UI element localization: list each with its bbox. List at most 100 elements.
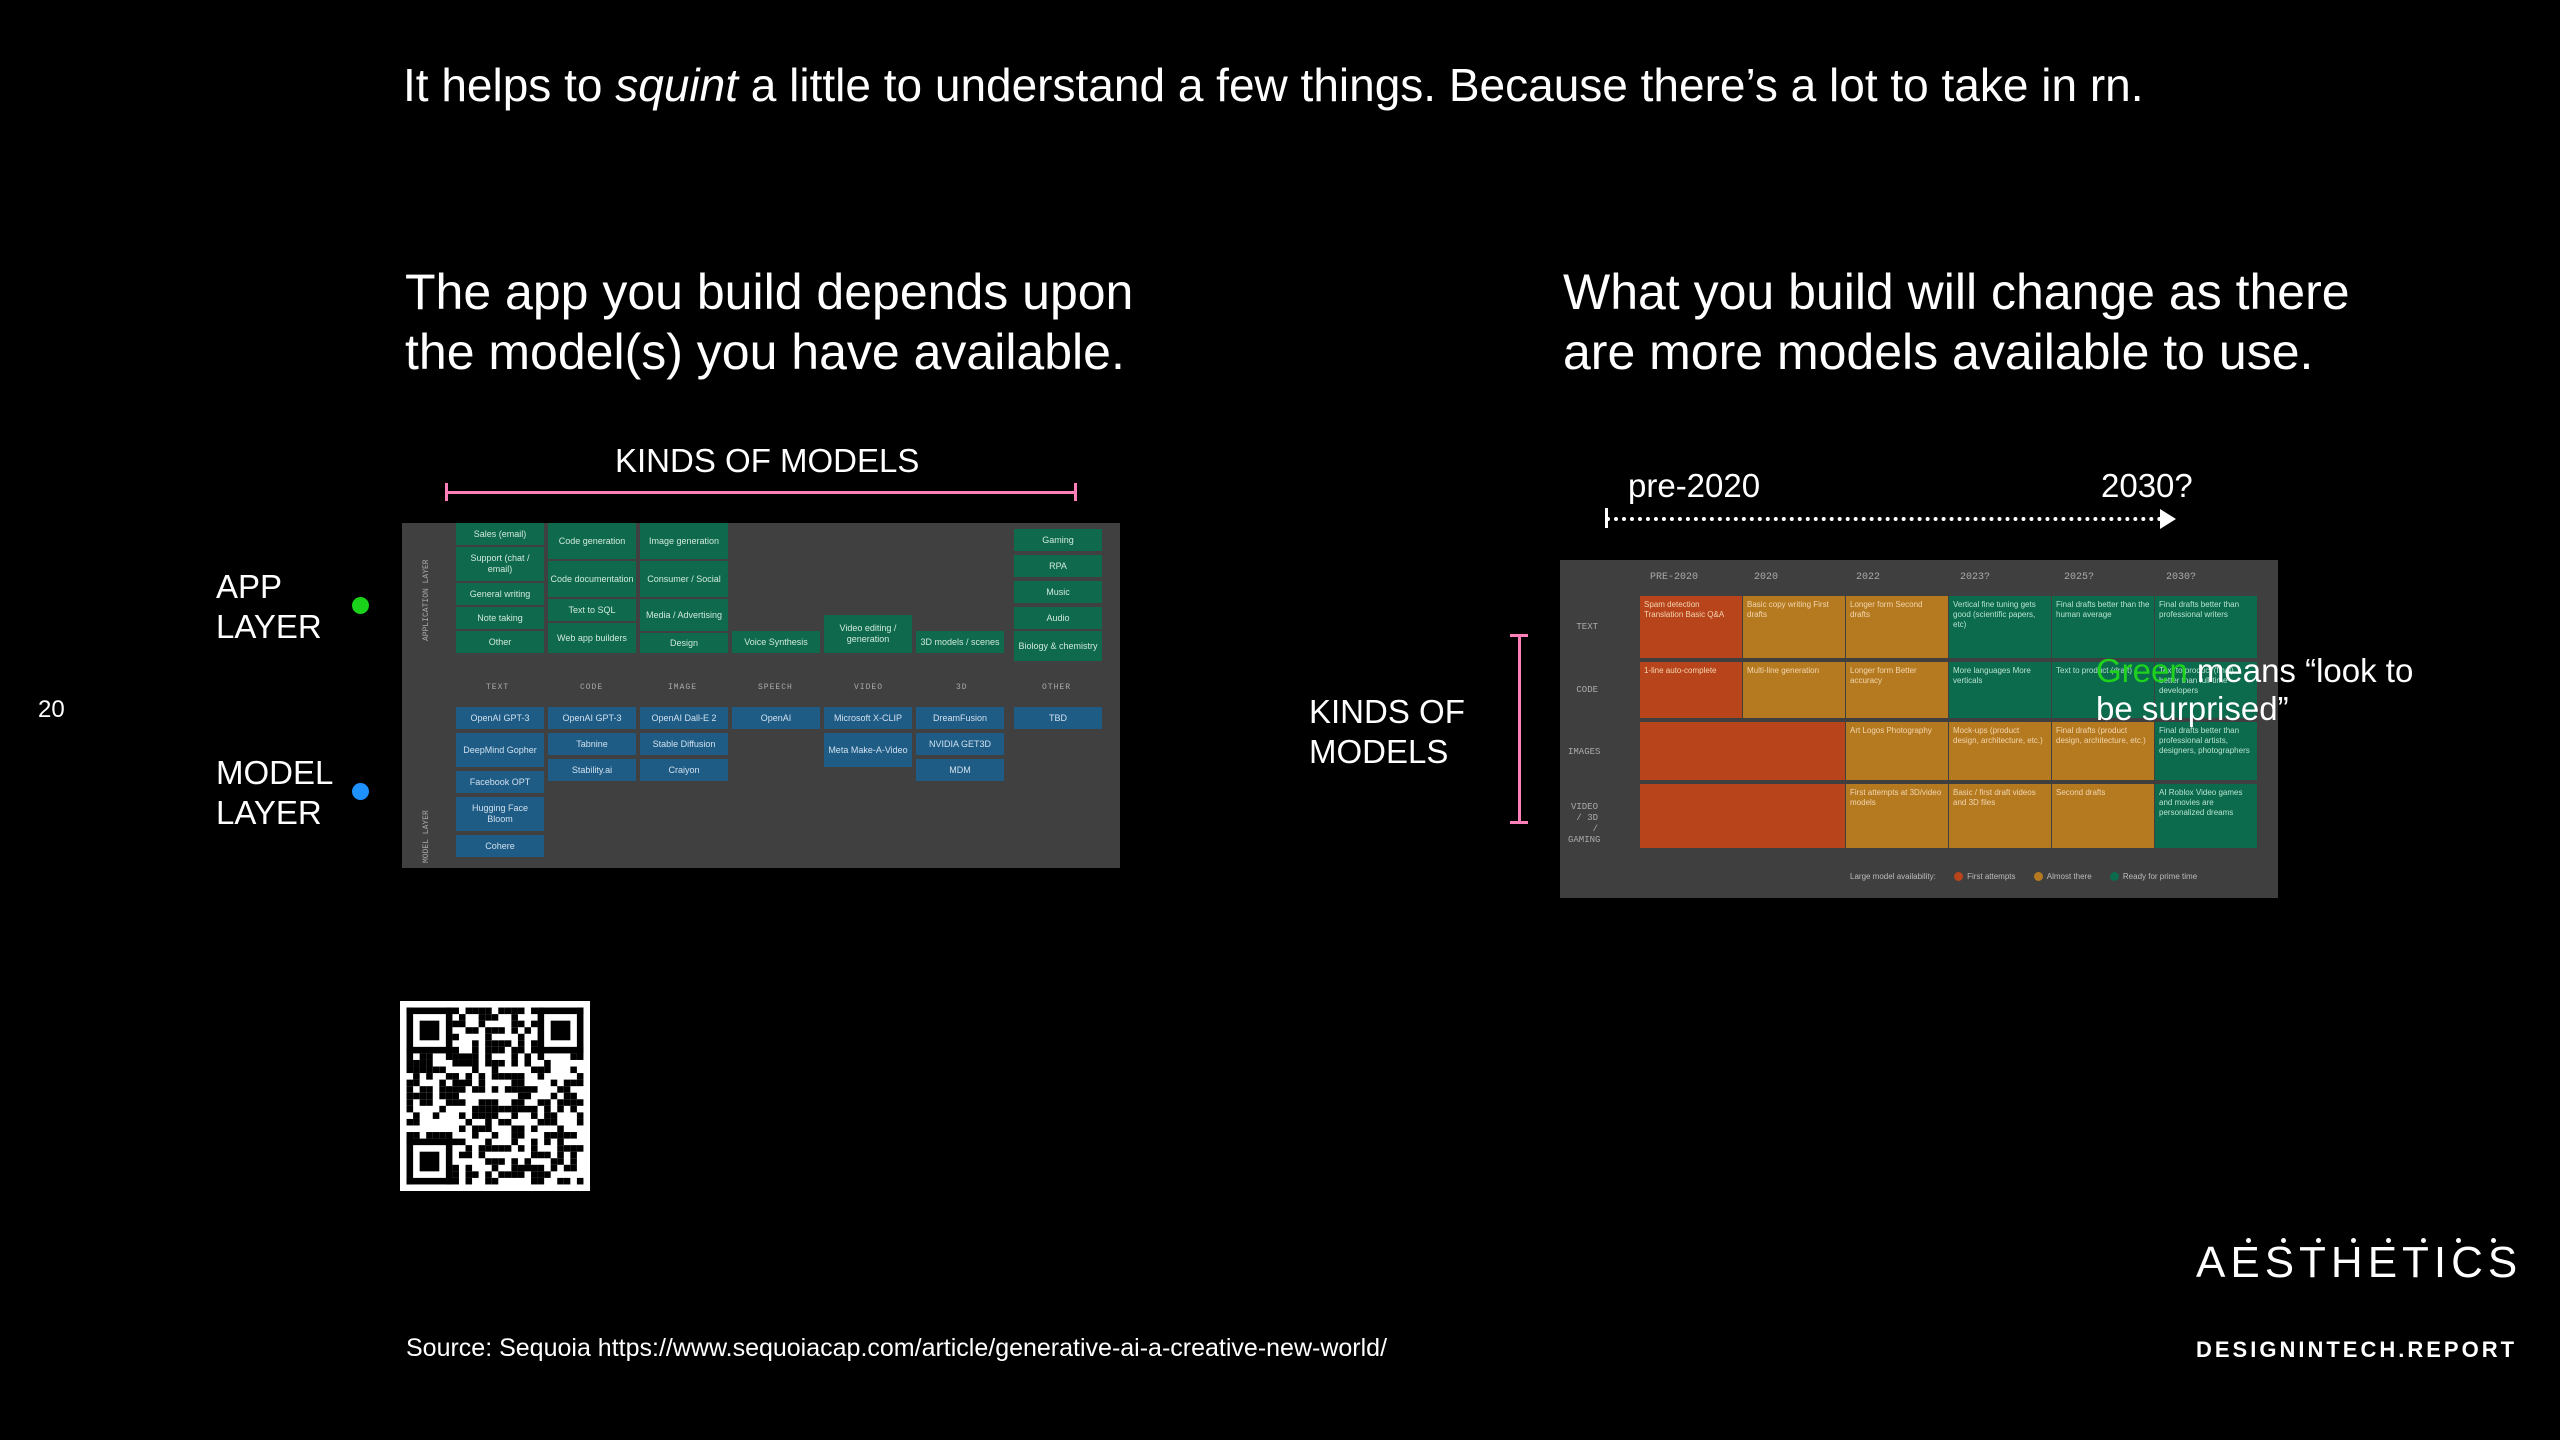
chart-cell: Text to product (draft) [2052,662,2154,718]
chart-cell [1640,784,1845,848]
app-cell: General writing [456,583,544,605]
app-layer-dot [352,597,369,614]
timeline-start-label: pre-2020 [1628,467,1761,504]
chart-cell: Text to product (final), better than ful… [2155,662,2257,718]
brand-dots [2246,1238,2496,1244]
model-layer-axis-label: MODEL LAYER [422,810,431,863]
legend-dot-ready [2109,872,2119,882]
model-availability-timeline-chart: PRE-2020 2020 2022 2023? 2025? 2030? TEX… [1560,560,2278,898]
chart-cell: Longer form Second drafts [1846,596,1948,658]
model-cell: Stability.ai [548,759,636,781]
model-cell: MDM [916,759,1004,781]
source-citation: Source: Sequoia https://www.sequoiacap.c… [406,1334,1388,1362]
column-label: OTHER [1042,683,1072,692]
model-cell: Cohere [456,835,544,857]
model-cell: Craiyon [640,759,728,781]
chart-row-label: TEXT [1576,622,1598,632]
chart-cell: AI Roblox Video games and movies are per… [2155,784,2257,848]
chart-cell: Mock-ups (product design, architecture, … [1949,722,2051,780]
slide-number: 20 [38,696,65,723]
app-cell: Text to SQL [548,599,636,621]
model-cell: OpenAI GPT-3 [456,707,544,729]
model-cell: OpenAI Dall-E 2 [640,707,728,729]
chart-cell: Longer form Better accuracy [1846,662,1948,718]
app-cell: Code generation [548,523,636,559]
chart-column-label: 2023? [1960,572,1991,583]
chart-row-label: IMAGES [1568,747,1601,757]
app-cell: Media / Advertising [640,599,728,631]
right-subhead: What you build will change as there are … [1563,264,2350,380]
app-cell: Note taking [456,607,544,629]
chart-cell: Vertical fine tuning gets good (scientif… [1949,596,2051,658]
headline-emphasis: squint [615,59,738,111]
chart-column-label: PRE-2020 [1650,572,1699,583]
chart-cell: Final drafts better than the human avera… [2052,596,2154,658]
model-cell: DeepMind Gopher [456,733,544,767]
timeline-end-label: 2030? [2101,467,2193,504]
chart-legend: Large model availability: First attempts… [1850,872,2198,882]
timeline-line [1606,517,2162,521]
model-cell: Stable Diffusion [640,733,728,755]
slide-headline: It helps to squint a little to understan… [403,59,2144,111]
app-cell: Audio [1014,607,1102,629]
chart-cell: Second drafts [2052,784,2154,848]
chart-cell: First attempts at 3D/video models [1846,784,1948,848]
model-cell: OpenAI [732,707,820,729]
chart-row-label: VIDEO / 3D / GAMING [1568,802,1601,845]
app-cell: Sales (email) [456,523,544,545]
column-label: VIDEO [854,683,884,692]
chart-cell: Final drafts better than professional wr… [2155,596,2257,658]
brand-logo: AESTHETICS [2196,1238,2523,1287]
app-cell: Image generation [640,523,728,559]
application-layer-label: APPLICATION LAYER [422,559,431,641]
chart-column-label: 2025? [2064,572,2095,583]
model-cell: NVIDIA GET3D [916,733,1004,755]
model-cell: Hugging Face Bloom [456,797,544,831]
model-cell: TBD [1014,707,1102,729]
chart-cell: Basic copy writing First drafts [1743,596,1845,658]
model-cell: OpenAI GPT-3 [548,707,636,729]
model-cell: Meta Make-A-Video [824,733,912,767]
chart-column-label: 2020 [1754,572,1779,583]
column-label: IMAGE [668,683,698,692]
chart-cell: Multi-line generation [1743,662,1845,718]
chart-column-label: 2022 [1856,572,1881,583]
column-label: 3D [956,683,968,692]
app-cell: Support (chat / email) [456,547,544,581]
green-meaning-note: Green means “look to be surprised” [2096,652,2414,727]
legend-dot-almost [2033,872,2043,882]
chart-column-label: 2030? [2166,572,2197,583]
app-cell: 3D models / scenes [916,631,1004,653]
app-cell: Voice Synthesis [732,631,820,653]
kinds-bracket [445,483,1077,501]
app-cell: Other [456,631,544,653]
chart-row-label: CODE [1576,685,1598,695]
timeline-arrow-icon [2160,509,2176,529]
app-cell: Code documentation [548,561,636,597]
site-name: DESIGNINTECH.REPORT [2196,1337,2518,1362]
model-cell: Microsoft X-CLIP [824,707,912,729]
chart-cell: Spam detection Translation Basic Q&A [1640,596,1742,658]
generative-ai-market-map: APPLICATION LAYER MODEL LAYER Sales (ema… [402,523,1120,868]
qr-code-pattern [406,1007,584,1185]
model-layer-dot [352,783,369,800]
chart-cell: More languages More verticals [1949,662,2051,718]
column-label: CODE [580,683,604,692]
chart-cell: Final drafts better than professional ar… [2155,722,2257,780]
model-cell: DreamFusion [916,707,1004,729]
kinds-vertical-bracket [1510,634,1528,824]
column-label: TEXT [486,683,510,692]
app-cell: Gaming [1014,529,1102,551]
chart-cell: Basic / first draft videos and 3D files [1949,784,2051,848]
app-cell: Video editing / generation [824,615,912,653]
app-cell: Music [1014,581,1102,603]
qr-code[interactable] [400,1001,590,1191]
column-label: SPEECH [758,683,793,692]
kinds-of-models-label: KINDS OF MODELS [615,442,920,479]
app-cell: RPA [1014,555,1102,577]
model-cell: Facebook OPT [456,771,544,793]
app-cell: Web app builders [548,623,636,653]
chart-cell [1640,722,1845,780]
